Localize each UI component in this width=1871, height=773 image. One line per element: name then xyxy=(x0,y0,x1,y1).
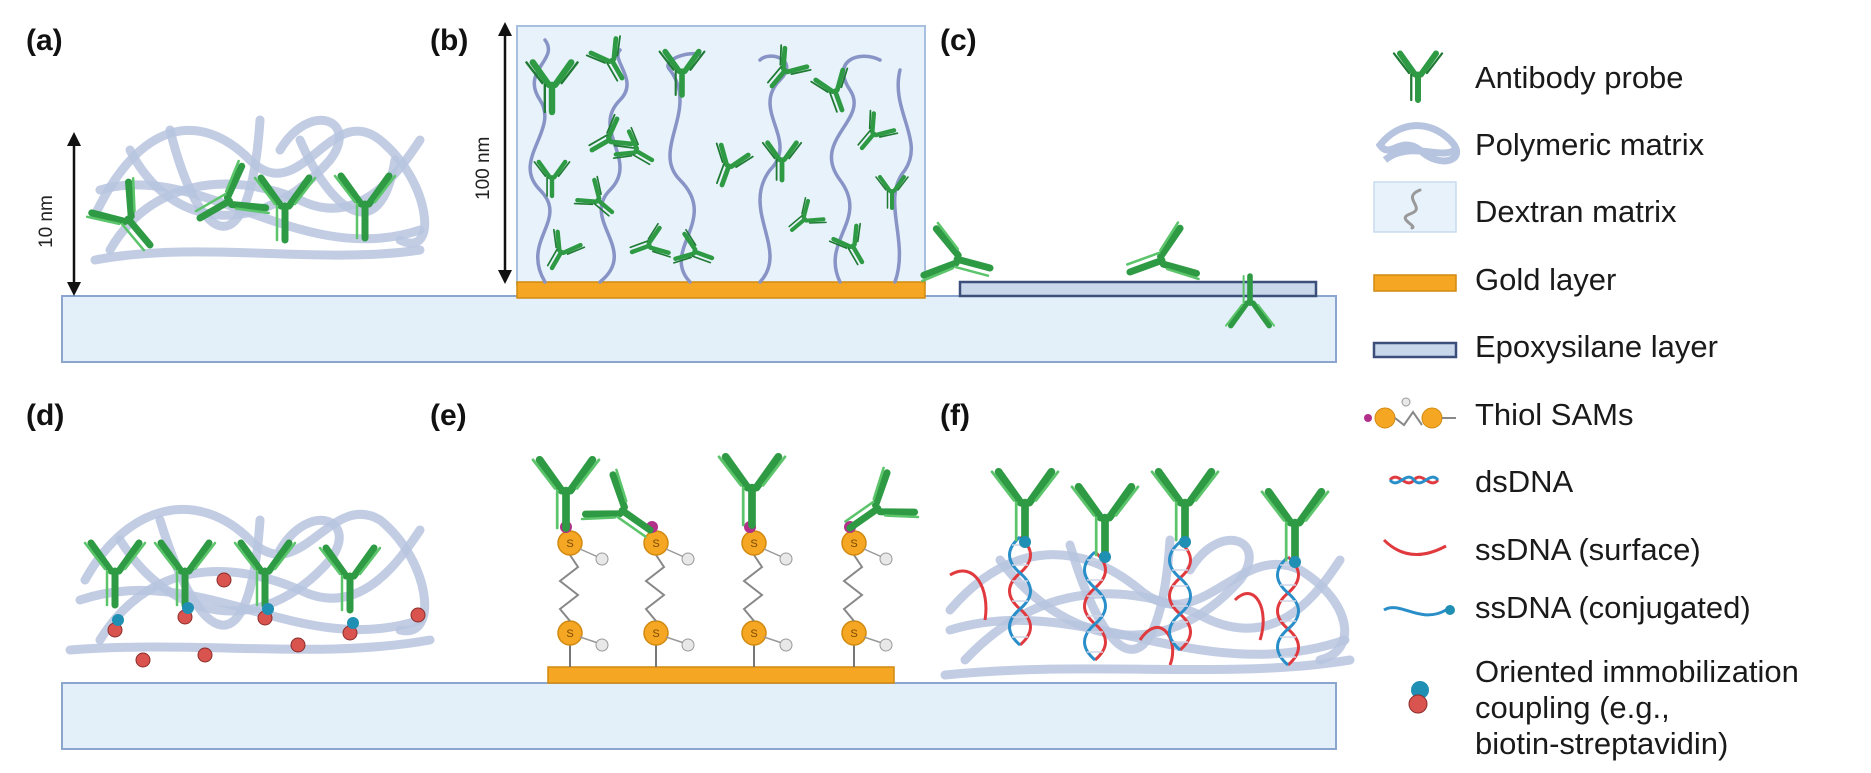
biotin-beads xyxy=(107,572,426,668)
scale-label-10nm: 10 nm xyxy=(36,195,57,248)
panel-label-c: (c) xyxy=(940,24,977,57)
antibody-icon xyxy=(1394,54,1442,101)
legend-epoxysilane: Epoxysilane layer xyxy=(1372,329,1718,364)
antibody-icon xyxy=(719,457,785,525)
gold-layer-e xyxy=(547,666,895,684)
legend: Antibody probe Polymeric matrix Dextran … xyxy=(1364,54,1799,761)
legend-polymeric-label: Polymeric matrix xyxy=(1475,127,1705,162)
legend-gold: Gold layer xyxy=(1373,262,1616,297)
streptavidin-dots-f xyxy=(1019,536,1301,568)
thiol-sam-icon xyxy=(741,520,793,668)
legend-ssdna-conjugated: ssDNA (conjugated) xyxy=(1383,590,1751,625)
panel-label-f: (f) xyxy=(940,399,970,432)
gold-layer-b xyxy=(516,281,926,299)
ssdna-surface-strands xyxy=(949,569,1265,666)
panel-f-polymeric-matrix xyxy=(940,535,1355,680)
legend-thiol: Thiol SAMs xyxy=(1364,397,1633,432)
legend-thiol-label: Thiol SAMs xyxy=(1475,397,1633,432)
panel-label-e: (e) xyxy=(430,399,467,432)
antibody-icon xyxy=(1072,487,1138,555)
legend-oriented-line3: biotin-streptavidin) xyxy=(1475,726,1728,761)
legend-gold-label: Gold layer xyxy=(1475,262,1616,297)
thiol-sam-icon xyxy=(557,520,609,668)
antibody-icon xyxy=(992,472,1058,540)
legend-ssdna-conjugated-label: ssDNA (conjugated) xyxy=(1475,590,1751,625)
legend-oriented-line2: coupling (e.g., xyxy=(1475,690,1670,725)
scale-arrow-b xyxy=(498,22,512,284)
thiol-sam-icon xyxy=(841,520,893,668)
panel-d-polymeric-matrix xyxy=(65,505,435,655)
legend-dsdna-label: dsDNA xyxy=(1475,464,1574,499)
epoxysilane-layer-c xyxy=(958,280,1318,298)
legend-ssdna-surface-label: ssDNA (surface) xyxy=(1475,532,1701,567)
legend-antibody: Antibody probe xyxy=(1394,54,1684,101)
panel-a-polymeric-matrix xyxy=(90,115,430,265)
legend-dextran-label: Dextran matrix xyxy=(1475,194,1677,229)
legend-ssdna-surface: ssDNA (surface) xyxy=(1382,532,1701,567)
substrate-bottom xyxy=(61,682,1337,750)
substrate-top xyxy=(61,295,1337,363)
legend-antibody-label: Antibody probe xyxy=(1475,60,1684,95)
panel-label-a: (a) xyxy=(26,24,63,57)
antibody-icon xyxy=(1152,472,1218,540)
legend-oriented: Oriented immobilization coupling (e.g., … xyxy=(1408,654,1799,761)
scale-arrow-a xyxy=(67,132,81,296)
legend-polymeric: Polymeric matrix xyxy=(1375,122,1705,165)
legend-dextran: Dextran matrix xyxy=(1373,181,1677,233)
panel-label-d: (d) xyxy=(26,399,64,432)
legend-epoxysilane-label: Epoxysilane layer xyxy=(1475,329,1718,364)
thiol-sam-icon xyxy=(643,520,695,668)
legend-oriented-line1: Oriented immobilization xyxy=(1475,654,1799,689)
antibody-icon xyxy=(1262,492,1328,560)
scale-label-100nm: 100 nm xyxy=(473,137,494,200)
legend-dsdna: dsDNA xyxy=(1388,464,1574,499)
panel-label-b: (b) xyxy=(430,24,468,57)
